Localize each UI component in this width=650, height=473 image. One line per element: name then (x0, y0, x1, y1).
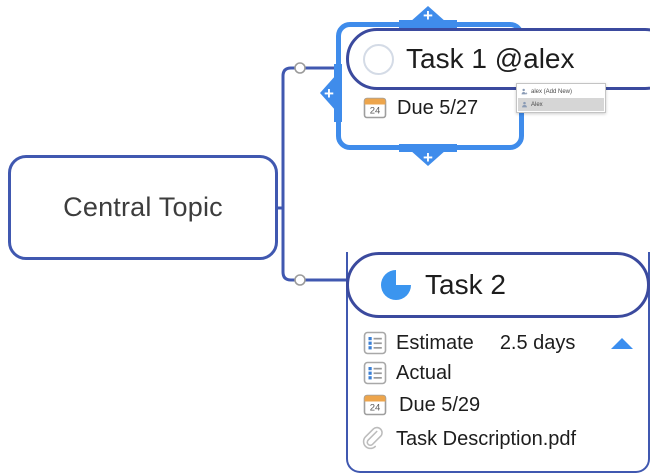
task-2-due-row[interactable]: 24 Due 5/29 (362, 390, 576, 420)
calendar-icon: 24 (363, 97, 387, 119)
add-child-handle-left[interactable]: + (320, 64, 342, 122)
collapse-up-arrow-icon[interactable] (611, 338, 633, 349)
task-2-estimate-label: Estimate (396, 331, 474, 354)
task-1-due-label: Due 5/27 (397, 96, 479, 119)
task-2-estimate-value[interactable]: 2.5 days (499, 331, 576, 354)
progress-circle-icon[interactable] (363, 43, 394, 75)
task-2-attachment-row[interactable]: Task Description.pdf (362, 424, 576, 454)
task-1-node[interactable]: Task 1 @alex 24 Due 5/27 + + (320, 6, 650, 166)
progress-pie-icon[interactable] (381, 270, 411, 300)
mention-option-add-new-label: alex (Add New) (531, 88, 573, 95)
mention-option-alex-label: Alex (531, 101, 543, 108)
task-2-attachment-label: Task Description.pdf (396, 427, 577, 450)
task-2-title-row[interactable]: Task 2 (346, 252, 650, 318)
plus-glyph-bottom: + (423, 147, 433, 167)
svg-text:24: 24 (370, 403, 381, 414)
add-child-handle-top[interactable]: + (399, 6, 457, 28)
task-2-node[interactable]: Task 2 Estimate 2.5 days (346, 252, 650, 473)
task-2-estimate-row[interactable]: Estimate 2.5 days (362, 328, 576, 358)
central-topic-label: Central Topic (63, 192, 223, 222)
calendar-icon: 24 (363, 394, 387, 416)
list-icon (363, 361, 387, 385)
task-1-title-row[interactable]: Task 1 @alex (346, 28, 650, 90)
plus-glyph-left: + (324, 83, 334, 103)
task-2-due-label: Due 5/29 (399, 393, 481, 416)
add-person-icon (521, 88, 528, 95)
add-child-handle-bottom[interactable]: + (399, 144, 457, 166)
plus-glyph-top: + (423, 5, 433, 25)
list-icon (363, 331, 387, 355)
mention-option-add-new[interactable]: alex (Add New) (518, 85, 604, 98)
central-topic-node[interactable]: Central Topic (8, 155, 278, 260)
task-2-actual-row[interactable]: Actual (362, 358, 576, 388)
person-icon (522, 101, 527, 108)
paperclip-icon (362, 426, 383, 450)
svg-text:24: 24 (370, 106, 381, 117)
task-2-actual-label: Actual (396, 361, 452, 384)
task-2-attribute-list: Estimate 2.5 days Actual (362, 328, 576, 454)
mention-option-alex[interactable]: Alex (518, 98, 604, 111)
task-1-due-row[interactable]: 24 Due 5/27 (362, 95, 478, 121)
task-1-title-text[interactable]: Task 1 @alex (406, 43, 575, 74)
task-2-title-text[interactable]: Task 2 (425, 269, 506, 300)
mention-autocomplete-dropdown[interactable]: alex (Add New) Alex (516, 83, 606, 113)
